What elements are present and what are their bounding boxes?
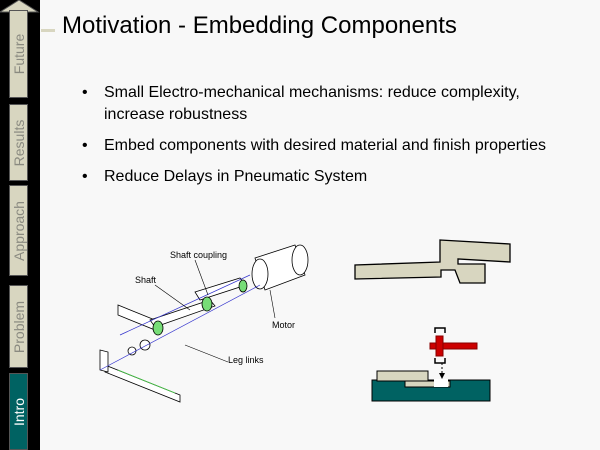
bullet-item: Embed components with desired material a… xyxy=(82,135,582,157)
tab-label: Intro xyxy=(10,397,27,426)
tab-problem[interactable]: Problem xyxy=(9,285,28,368)
tab-label: Approach xyxy=(10,200,27,261)
tab-future[interactable]: Future xyxy=(9,10,28,98)
tab-approach[interactable]: Approach xyxy=(9,185,28,276)
bullet-list: Small Electro-mechanical mechanisms: red… xyxy=(82,82,582,197)
label-motor: Motor xyxy=(272,320,296,330)
tab-label: Problem xyxy=(10,300,27,353)
tab-results[interactable]: Results xyxy=(9,104,28,181)
pneumatic-actuator xyxy=(371,327,491,402)
section-nav: Future Results Approach Problem Intro xyxy=(0,0,40,450)
label-shaft: Shaft xyxy=(135,275,157,285)
page-title: Motivation - Embedding Components xyxy=(62,12,457,39)
title-accent xyxy=(41,29,55,32)
tab-label: Future xyxy=(10,33,27,75)
etched-part xyxy=(354,239,511,284)
label-shaft-coupling: Shaft coupling xyxy=(170,250,228,260)
tab-label: Results xyxy=(10,119,27,166)
bullet-item: Reduce Delays in Pneumatic System xyxy=(82,166,582,188)
tab-intro[interactable]: Intro xyxy=(9,373,28,450)
label-leg-links: Leg links xyxy=(228,355,264,365)
bullet-item: Small Electro-mechanical mechanisms: red… xyxy=(82,82,582,126)
